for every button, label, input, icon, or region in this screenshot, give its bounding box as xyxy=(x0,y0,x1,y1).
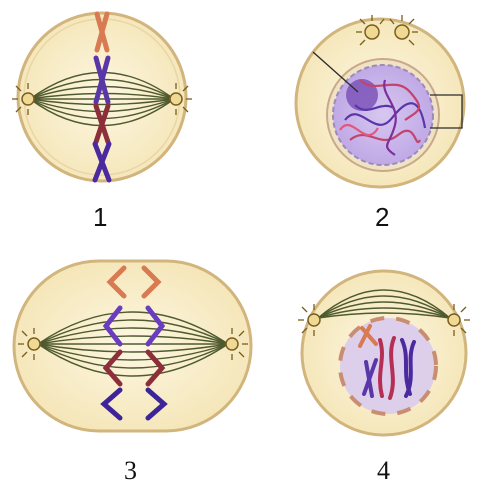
cell-4 xyxy=(298,271,470,435)
cell-1 xyxy=(12,13,192,181)
cell-3-label: 3 xyxy=(124,458,137,484)
chromosome-red-a xyxy=(380,340,382,396)
cell-1-label: 1 xyxy=(93,204,107,230)
chromosome-red-b xyxy=(390,338,394,398)
cell-2-nucleus xyxy=(327,59,439,171)
cell-2 xyxy=(296,15,464,187)
cell-3 xyxy=(14,261,251,431)
cell-2-nucleolus xyxy=(346,79,378,111)
cell-2-label: 2 xyxy=(375,204,389,230)
cell-4-nucleus-remnant xyxy=(340,318,436,414)
cell-4-label: 4 xyxy=(377,458,390,484)
